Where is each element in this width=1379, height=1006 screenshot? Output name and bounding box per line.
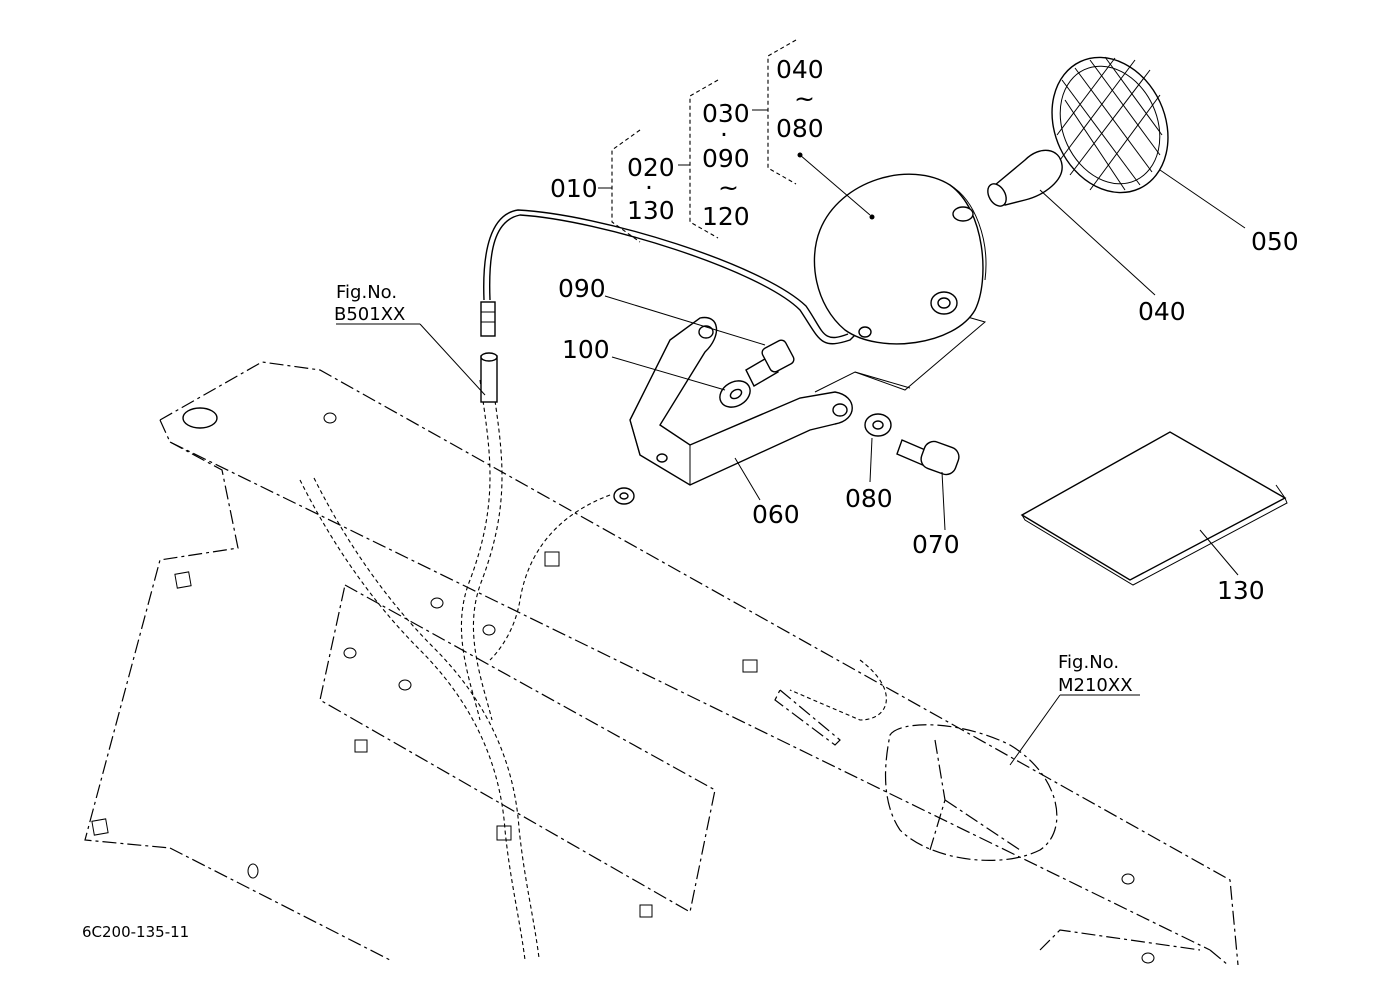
label-060: 060 — [752, 500, 800, 529]
label-010: 010 — [550, 174, 598, 203]
lens — [1051, 56, 1169, 194]
leader-lines — [336, 152, 1246, 766]
bolt-090 — [745, 339, 795, 387]
figure-references: Fig.No. B501XX Fig.No. M210XX — [334, 282, 1133, 696]
label-090: 090 — [558, 274, 606, 303]
label-sep-020: · — [645, 173, 653, 202]
drawing-code: 6C200-135-11 — [82, 923, 189, 941]
fig-ref-b501-line2: B501XX — [334, 304, 405, 325]
bracket-060 — [629, 311, 987, 486]
label-030: 030 — [702, 99, 750, 128]
label-tilde-040: ~ — [794, 84, 815, 113]
label-120: 120 — [702, 202, 750, 231]
label-070: 070 — [912, 530, 960, 559]
label-040: 040 — [1138, 297, 1186, 326]
callout-brackets — [598, 39, 797, 243]
operator-manual — [1020, 431, 1288, 586]
label-090-upper: 090 — [702, 144, 750, 173]
wire-harness — [299, 379, 611, 961]
label-080-upper: 080 — [776, 114, 824, 143]
fig-ref-m210-line2: M210XX — [1058, 675, 1133, 696]
lamp-housing — [813, 173, 987, 345]
label-080: 080 — [845, 484, 893, 513]
label-sep-030: · — [720, 120, 728, 149]
fig-ref-m210-line1: Fig.No. — [1058, 652, 1119, 673]
bulb — [987, 149, 1063, 207]
lamp-cord — [480, 209, 863, 403]
fender-panel — [84, 361, 1239, 966]
washer-100 — [719, 380, 751, 408]
label-020: 020 — [627, 153, 675, 182]
label-130: 130 — [1217, 576, 1265, 605]
label-130-upper: 130 — [627, 196, 675, 225]
fig-ref-b501-line1: Fig.No. — [336, 282, 397, 303]
label-050: 050 — [1251, 227, 1299, 256]
label-040-upper: 040 — [776, 55, 824, 84]
part-labels: 010 020 · 130 030 · 090 ~ 120 040 ~ 080 … — [550, 55, 1299, 605]
label-tilde-090: ~ — [718, 173, 739, 202]
label-100: 100 — [562, 335, 610, 364]
bolt-070 — [896, 439, 960, 476]
ground-terminal — [613, 487, 635, 505]
washer-080 — [864, 413, 892, 437]
